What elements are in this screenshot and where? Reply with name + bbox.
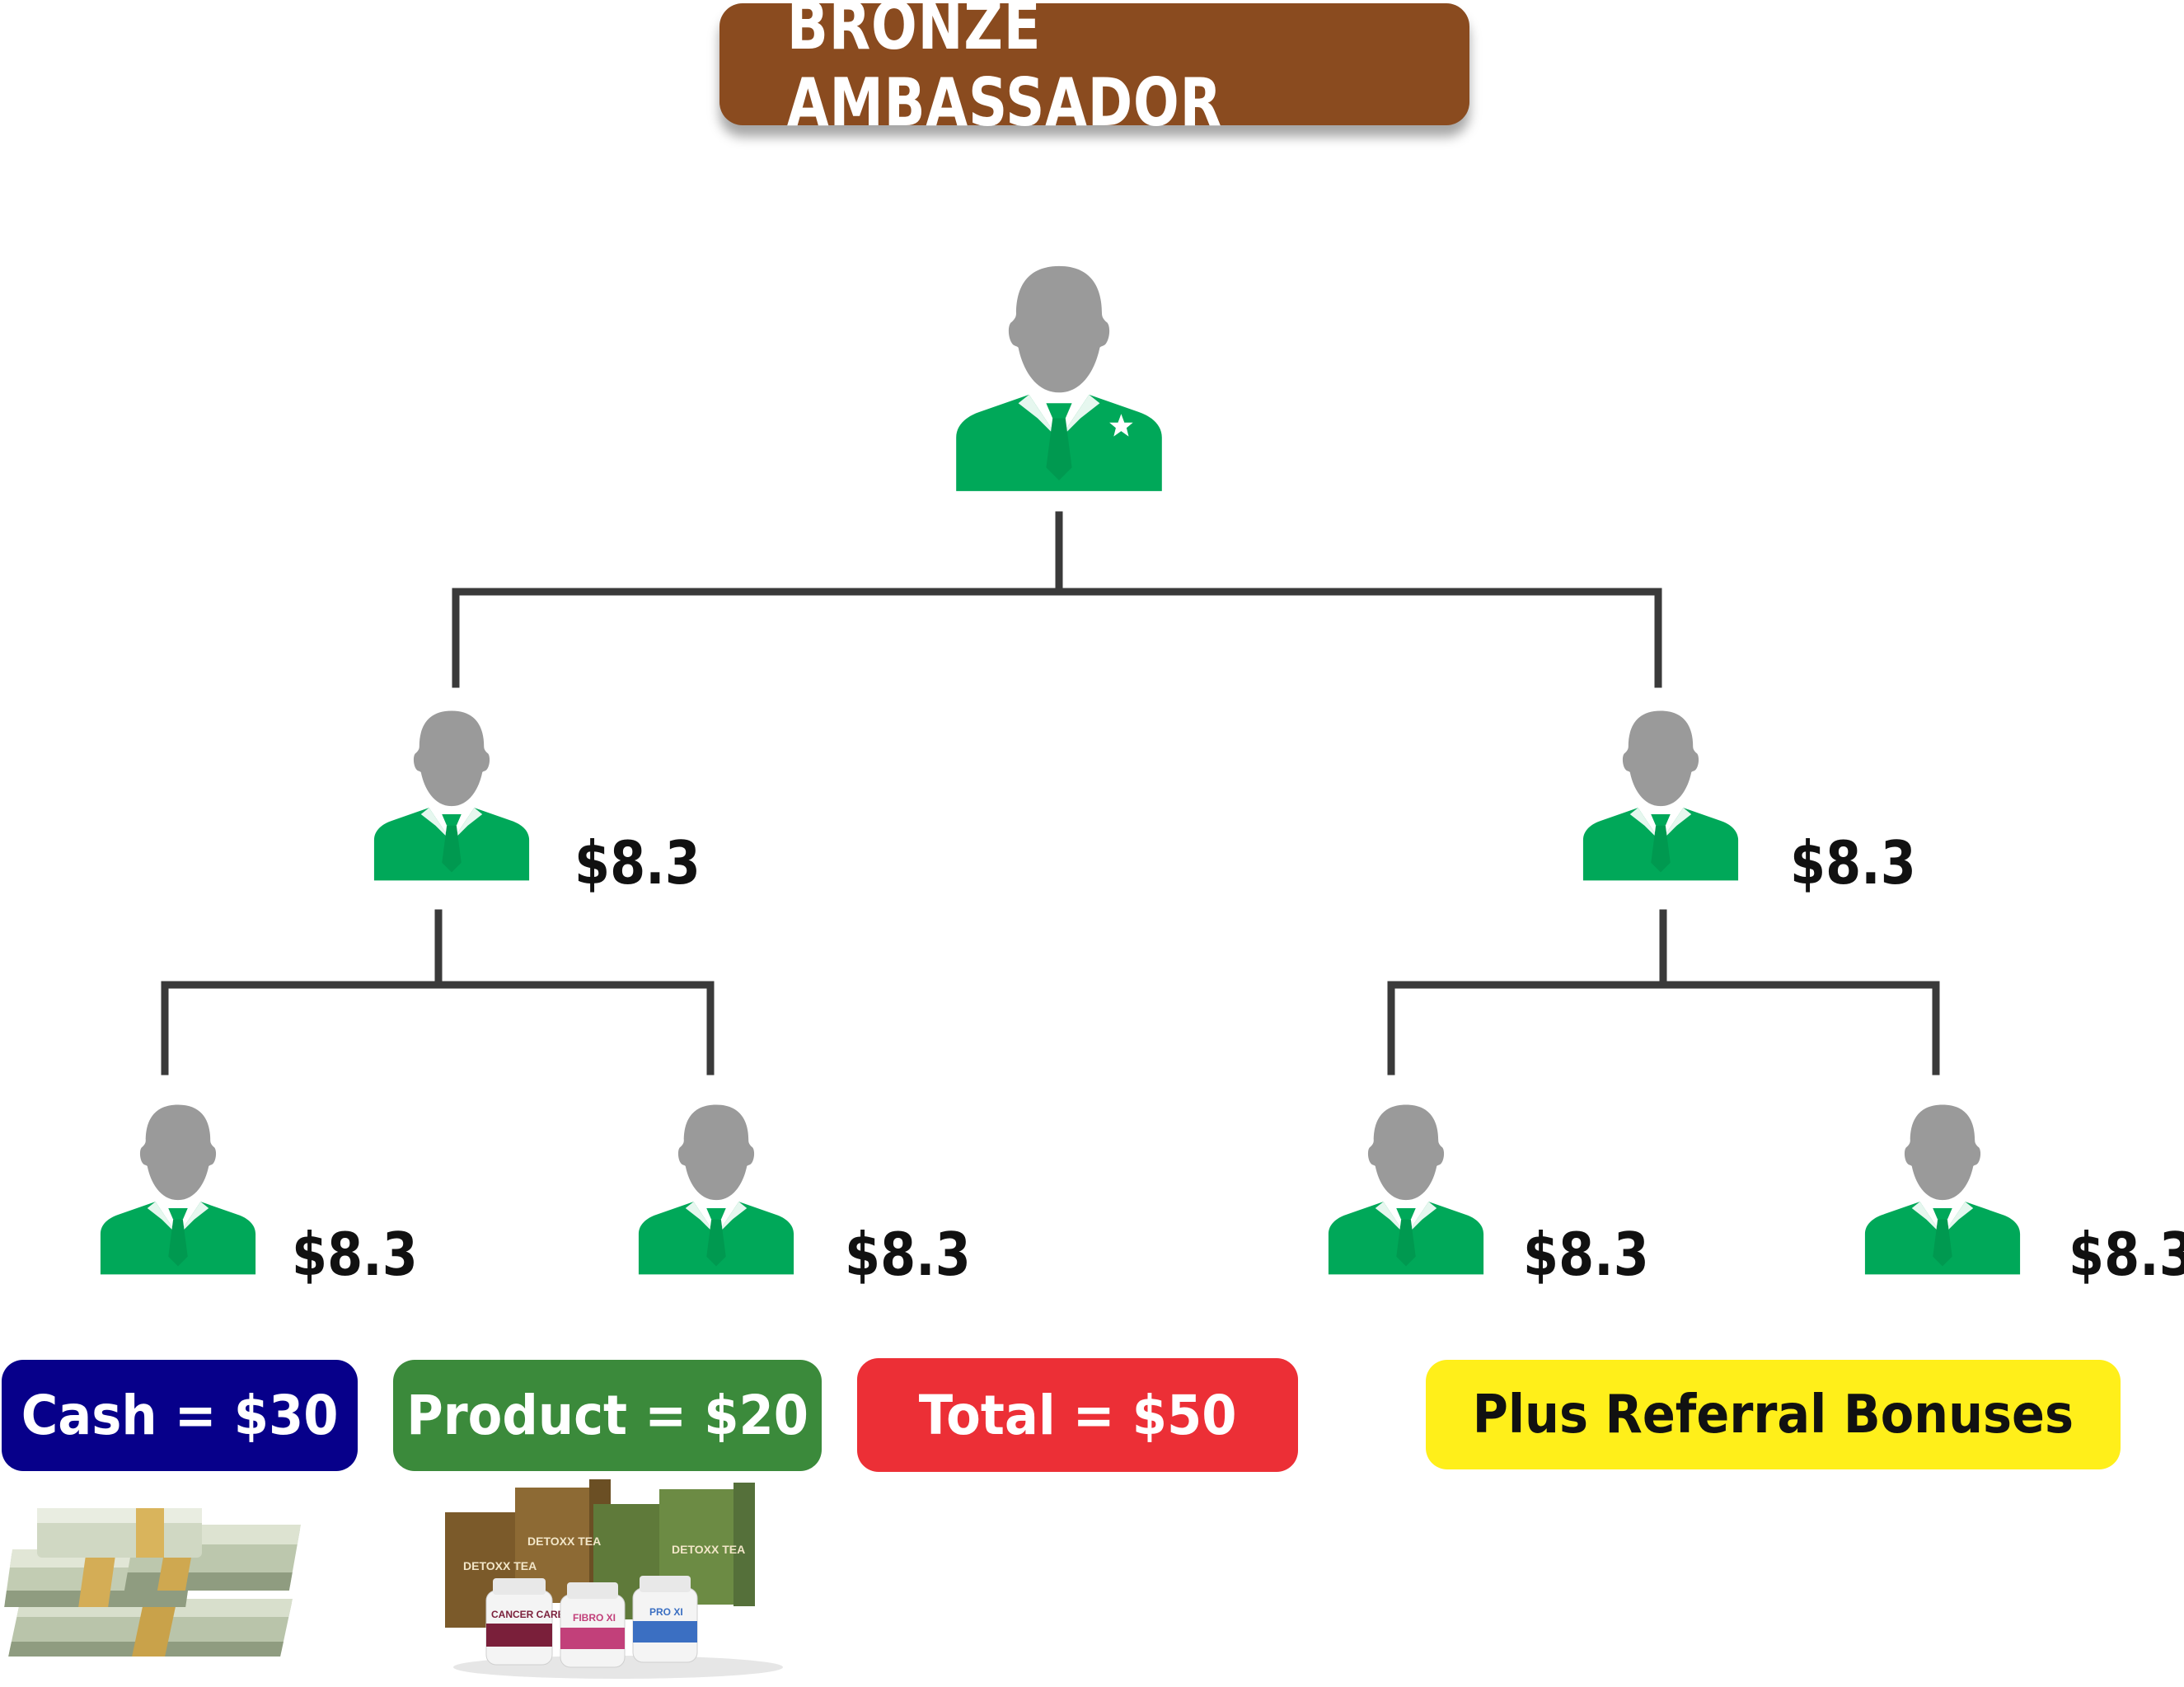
supplement-bottle-3: PRO XI bbox=[632, 1576, 698, 1663]
referral-bonus-badge: Plus Referral Bonuses bbox=[1426, 1360, 2121, 1469]
top-ambassador-icon bbox=[952, 254, 1166, 497]
product-label-3: DETOXX TEA bbox=[672, 1543, 745, 1556]
svg-text:DETOXX TEA: DETOXX TEA bbox=[672, 1543, 745, 1556]
level1-left-amount: $8.3 bbox=[574, 828, 701, 897]
supplement-bottle-2: FIBRO XI bbox=[560, 1582, 626, 1668]
cash-stack-image bbox=[4, 1508, 301, 1657]
page-title: BRONZE AMBASSADOR bbox=[719, 0, 1469, 141]
svg-text:CANCER CARE: CANCER CARE bbox=[491, 1609, 565, 1620]
product-label-2: DETOXX TEA bbox=[527, 1535, 601, 1548]
level2-amount-1: $8.3 bbox=[292, 1220, 418, 1289]
supplement-bottle-1: CANCER CARE bbox=[485, 1578, 565, 1666]
level1-right-person-icon bbox=[1580, 701, 1741, 886]
svg-text:DETOXX TEA: DETOXX TEA bbox=[527, 1535, 601, 1548]
cash-badge: Cash = $30 bbox=[2, 1360, 358, 1471]
level2-amount-3: $8.3 bbox=[1523, 1220, 1649, 1289]
level2-person-3-icon bbox=[1325, 1094, 1487, 1280]
svg-text:PRO XI: PRO XI bbox=[649, 1606, 683, 1618]
level2-amount-2: $8.3 bbox=[845, 1220, 971, 1289]
level2-person-2-icon bbox=[635, 1094, 797, 1280]
total-badge: Total = $50 bbox=[857, 1358, 1298, 1472]
svg-text:DETOXX TEA: DETOXX TEA bbox=[463, 1559, 537, 1572]
svg-text:FIBRO XI: FIBRO XI bbox=[573, 1612, 616, 1624]
level2-person-4-icon bbox=[1862, 1094, 2023, 1280]
product-label-1: DETOXX TEA bbox=[463, 1559, 537, 1572]
level1-left-person-icon bbox=[371, 701, 532, 886]
product-bundle-image: DETOXX TEA DETOXX TEA DETOXX TEA CANCER … bbox=[445, 1479, 783, 1679]
level1-right-amount: $8.3 bbox=[1790, 828, 1916, 897]
level2-person-1-icon bbox=[97, 1094, 259, 1280]
product-badge: Product = $20 bbox=[393, 1360, 822, 1471]
level2-amount-4: $8.3 bbox=[2069, 1220, 2184, 1289]
